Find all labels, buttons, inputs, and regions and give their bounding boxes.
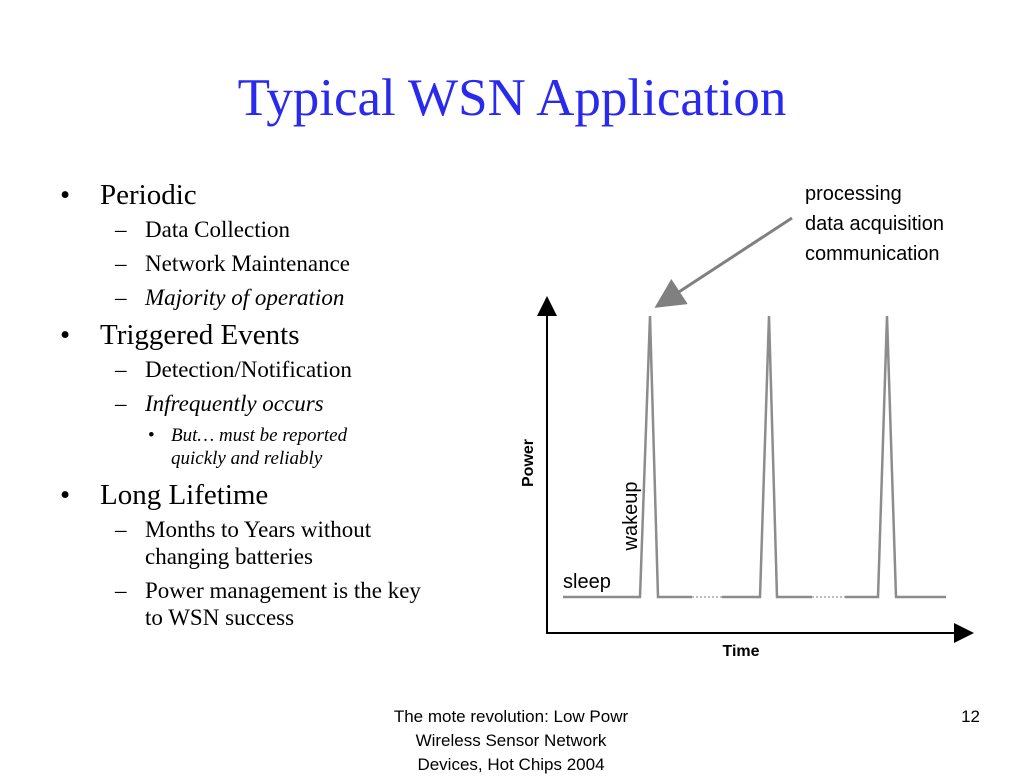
bullet-label: Periodic (100, 179, 197, 211)
page-number: 12 (961, 707, 980, 726)
sub-bullet-line: Power management is the key (145, 578, 421, 603)
sub-sub-bullet-reported: • But… must be reported quickly and reli… (148, 424, 500, 470)
bullet-triggered-events: • Triggered Events (60, 318, 500, 352)
bullet-label: Long Lifetime (100, 479, 269, 511)
sub-bullet-infrequent: – Infrequently occurs (100, 390, 500, 417)
sub-bullet-label: Network Maintenance (145, 251, 351, 276)
footer-line: Wireless Sensor Network (415, 731, 607, 750)
y-axis-label: Power (520, 439, 537, 487)
bullet-group-periodic: • Periodic – Data Collection – Network M… (60, 178, 500, 311)
bullet-label: Triggered Events (100, 319, 300, 351)
bullet-group-triggered: • Triggered Events – Detection/Notificat… (60, 318, 500, 470)
power-trace (845, 315, 946, 599)
sleep-label: sleep (563, 571, 611, 593)
slide-title: Typical WSN Application (237, 69, 787, 127)
bullet-group-lifetime: • Long Lifetime – Months to Years withou… (60, 478, 500, 631)
dash-marker: – (115, 285, 127, 310)
dash-marker: – (115, 391, 127, 416)
sub-bullet-label: Data Collection (145, 217, 290, 242)
sub-bullet-network-maintenance: – Network Maintenance (100, 250, 500, 277)
dash-marker: – (115, 251, 127, 276)
bullet-long-lifetime: • Long Lifetime (60, 478, 500, 512)
dash-marker: – (115, 357, 127, 382)
bullet-marker: • (148, 425, 155, 446)
bullet-marker: • (60, 179, 71, 211)
sub-bullet-detection: – Detection/Notification (100, 356, 500, 383)
footer-source: The mote revolution: Low Powr Wireless S… (356, 705, 666, 777)
sub-bullet-line: Months to Years without (145, 517, 372, 542)
note-line: But… must be reported (171, 425, 348, 446)
bullet-marker: • (60, 479, 71, 511)
callout-line-communication: communication (805, 243, 940, 265)
callout-line-processing: processing (805, 183, 902, 205)
callout-line-data-acquisition: data acquisition (805, 213, 944, 235)
sub-bullet-label: Infrequently occurs (145, 391, 324, 416)
bullet-periodic: • Periodic (60, 178, 500, 212)
dash-marker: – (115, 578, 127, 603)
sub-bullet-data-collection: – Data Collection (100, 216, 500, 243)
sub-bullet-line: changing batteries (145, 544, 313, 569)
wakeup-label: wakeup (620, 482, 642, 552)
sub-bullet-line: to WSN success (145, 605, 295, 630)
sub-bullet-months-to-years: – Months to Years without changing batte… (100, 516, 500, 570)
sub-bullet-label: Majority of operation (145, 285, 345, 310)
sub-bullet-majority: – Majority of operation (100, 284, 500, 311)
dash-marker: – (115, 217, 127, 242)
power-time-diagram: Power Time sleep wakeup processing data … (520, 183, 974, 660)
power-trace (722, 315, 812, 599)
sub-bullet-power-management: – Power management is the key to WSN suc… (100, 577, 500, 631)
bullet-marker: • (60, 319, 71, 351)
x-axis-label: Time (722, 643, 759, 660)
bullet-list: • Periodic – Data Collection – Network M… (60, 178, 500, 638)
sub-bullet-label: Detection/Notification (145, 357, 352, 382)
dash-marker: – (115, 517, 127, 542)
footer-line: The mote revolution: Low Powr (393, 707, 629, 726)
callout-arrow (654, 216, 793, 308)
footer-line: Devices, Hot Chips 2004 (417, 755, 605, 774)
note-line: quickly and reliably (171, 448, 323, 469)
power-trace (563, 315, 692, 599)
